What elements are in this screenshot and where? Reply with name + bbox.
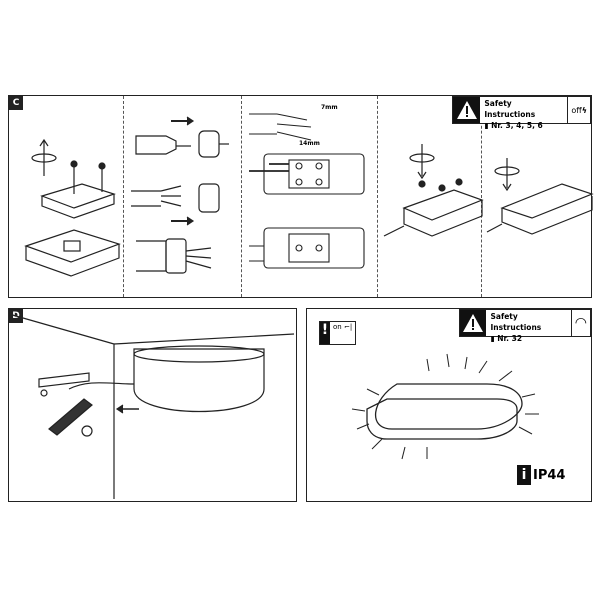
step3-wire-terminal-illustration (249, 113, 365, 269)
safety-instructions-box: Safety Instructions ▮ Nr. 32 ◠ (459, 309, 591, 343)
illuminated-lamp-illustration (351, 353, 539, 460)
lightning-icon: ϟ (581, 105, 587, 115)
ip-rating: IP44 (533, 467, 566, 483)
panel-c-wiring: C (8, 95, 594, 298)
booklet-icon: ▮ (490, 334, 498, 343)
switch-icon: ⌐| (343, 323, 353, 331)
safety-refs: Nr. 32 (497, 334, 523, 343)
safety-title: Safety Instructions (490, 312, 542, 332)
wall-mount-illustration (8, 313, 295, 499)
power-on-label: on (333, 323, 342, 331)
power-off-label: off (571, 105, 582, 115)
divider (241, 96, 242, 297)
dimmer-icon: ◠ (574, 315, 587, 331)
ip-rating-badge: i IP44 (517, 465, 565, 485)
booklet-icon: ▮ (484, 121, 492, 130)
power-on-notice: ! on ⌐| (319, 321, 357, 345)
safety-title: Safety Instructions (484, 99, 536, 119)
strip-length-7mm: 7mm (321, 104, 338, 111)
step4-close-housing-illustration (383, 144, 484, 237)
panel-d-wall-mounting: D (8, 308, 297, 502)
step1-open-housing-illustration (24, 138, 121, 277)
panel-label: C (9, 96, 23, 110)
safety-refs: Nr. 3, 4, 5, 6 (491, 121, 543, 130)
strip-length-14mm: 14mm (299, 140, 320, 147)
exclamation-icon: ! (320, 322, 330, 344)
info-icon: i (517, 465, 531, 485)
warning-icon (453, 97, 481, 123)
step5-mount-illustration (486, 158, 594, 235)
step2-cable-gland-illustration (131, 116, 229, 274)
divider (481, 96, 482, 297)
panel-e-operation: ! on ⌐| Safety Instructions ▮ Nr. 32 ◠ i… (306, 308, 592, 502)
divider (377, 96, 378, 297)
warning-icon (460, 310, 487, 336)
safety-instructions-box: Safety Instructions ▮ Nr. 3, 4, 5, 6 off… (452, 96, 591, 130)
divider (123, 96, 124, 297)
